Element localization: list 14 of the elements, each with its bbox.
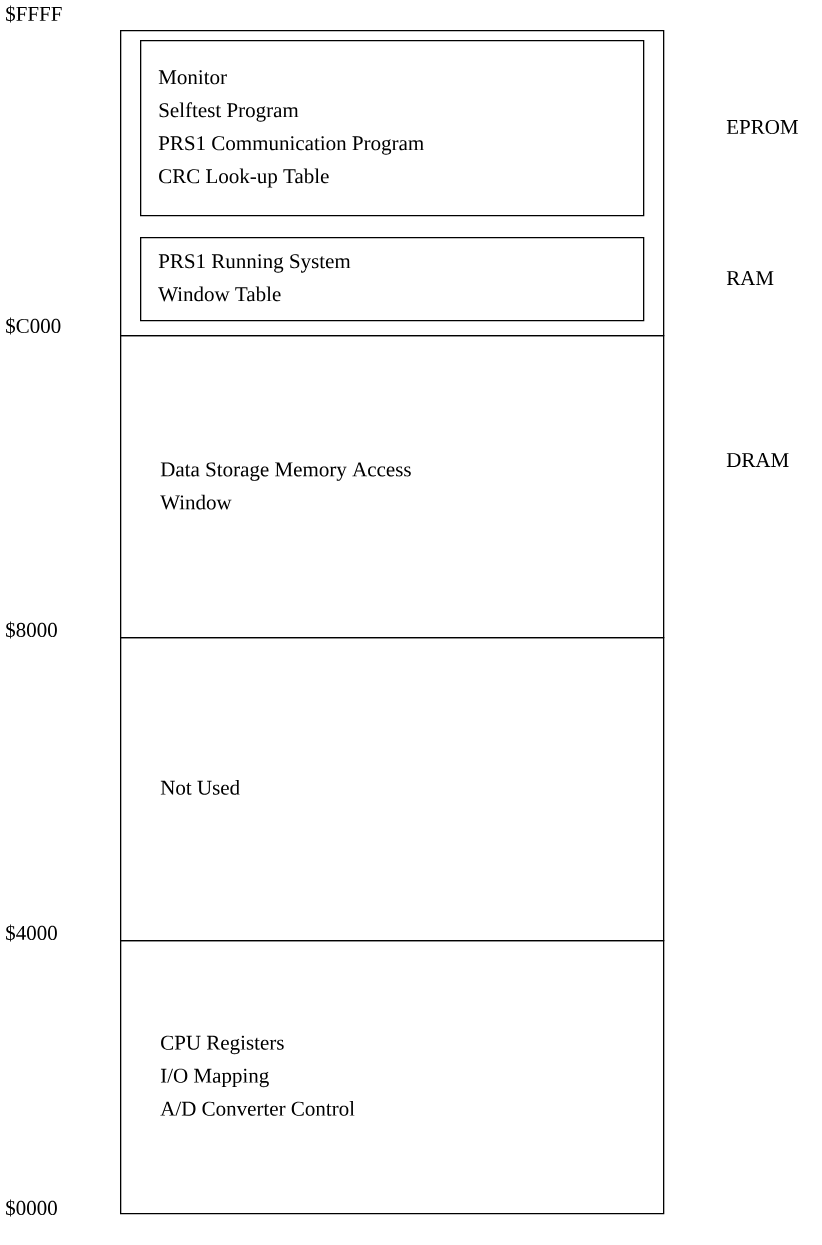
region-label: RAM [726, 271, 774, 285]
address-label: $C000 [6, 317, 61, 335]
memory-segment [120, 30, 665, 337]
memory-block: Monitor Selftest Program PRS1 Communication Program CRC Look-up Table [140, 40, 645, 217]
region-label: DRAM [726, 453, 789, 467]
memory-segment: CPU Registers I/O Mapping A/D Converter Control [120, 940, 665, 1215]
address-label: $4000 [6, 924, 57, 942]
memory-segment: Not Used [120, 637, 665, 942]
address-label: $FFFF [6, 5, 62, 23]
memory-block: PRS1 Running System Window Table [140, 237, 645, 322]
address-label: $8000 [6, 621, 57, 639]
region-label: EPROM [726, 119, 798, 135]
memory-segment: Data Storage Memory Access Window [120, 335, 665, 639]
address-label: $0000 [6, 1199, 57, 1217]
